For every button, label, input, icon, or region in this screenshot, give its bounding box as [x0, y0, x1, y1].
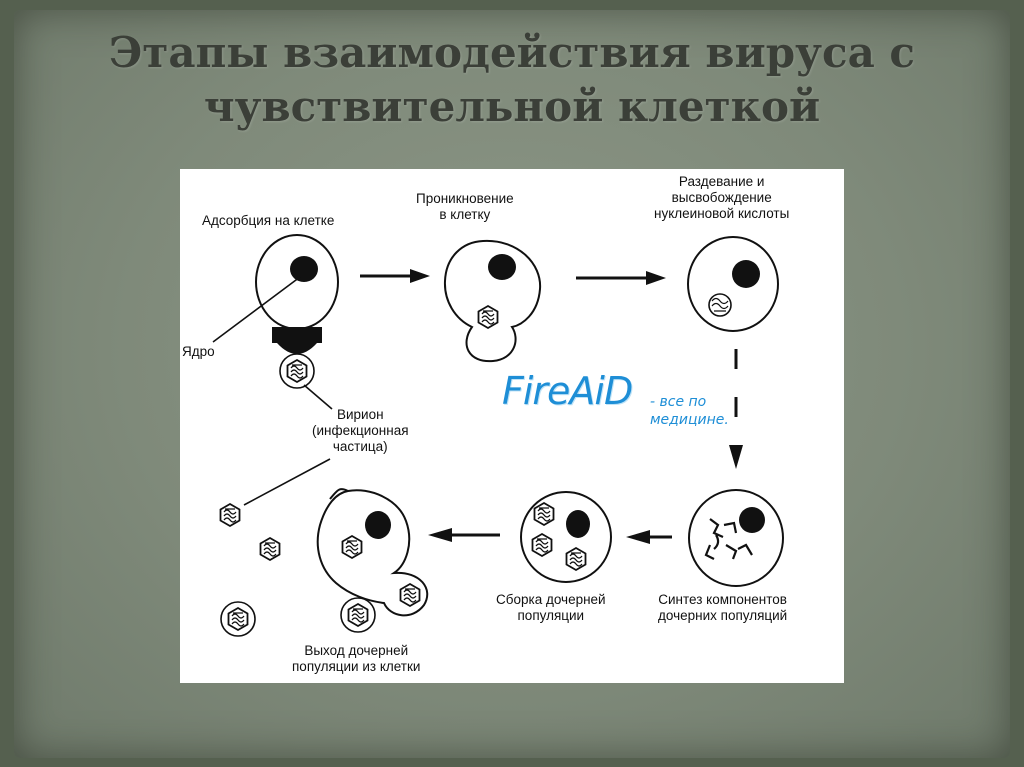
label-penetration: Проникновение в клетку [416, 191, 514, 223]
label-virion-line-1: Вирион [336, 407, 384, 422]
watermark-logo: FireAiD [502, 369, 633, 413]
label-synthesis-line-1: Синтез компонентов [658, 592, 787, 607]
diagram-drawing [212, 234, 784, 683]
label-nucleus: Ядро [182, 344, 215, 359]
label-release-line-2: популяции из клетки [292, 659, 421, 674]
nucleus-1 [290, 256, 318, 282]
watermark-tagline-line-2: медицине. [650, 412, 729, 428]
arrow-4 [626, 530, 672, 544]
assembled-virion-1 [533, 502, 555, 526]
label-virion: Вирион (инфекционная частица) [312, 407, 409, 455]
nucleus-3 [732, 260, 760, 288]
arrow-5 [428, 528, 500, 542]
free-virion-4 [341, 598, 375, 632]
nucleus-4 [739, 507, 765, 533]
label-synthesis: Синтез компонентов дочерних популяций [658, 592, 787, 624]
label-penetration-line-2: в клетку [439, 207, 491, 222]
free-virion-2 [259, 537, 281, 561]
cell-uncoating [687, 236, 779, 332]
label-penetration-line-1: Проникновение [416, 191, 514, 206]
arrow-2 [576, 271, 666, 285]
free-virion-pointer [243, 458, 331, 506]
penetrating-virion [477, 305, 499, 329]
free-virion-1 [219, 503, 241, 527]
virus-cycle-diagram: Адсорбция на клетке Проникновение в клет… [180, 169, 844, 683]
label-assembly-line-1: Сборка дочерней [496, 592, 606, 607]
label-virion-line-3: частица) [332, 439, 388, 454]
label-uncoating-line-2: высвобождение [671, 190, 772, 205]
label-synthesis-line-2: дочерних популяций [658, 608, 788, 623]
releasing-virion-2 [399, 583, 421, 607]
cell-synthesis [688, 489, 784, 587]
label-assembly: Сборка дочерней популяции [496, 592, 606, 624]
arrow-3 [729, 349, 743, 469]
cell-assembly [520, 491, 612, 583]
label-uncoating-line-1: Раздевание и [678, 174, 765, 189]
cell-release [316, 488, 429, 617]
nucleus-6 [365, 511, 391, 539]
title-line-2: чувствительной клеткой [203, 82, 821, 131]
nucleus-2 [488, 254, 516, 280]
free-virion-3 [221, 602, 255, 636]
label-assembly-line-2: популяции [517, 608, 585, 623]
label-virion-line-2: (инфекционная [312, 423, 409, 438]
cell-adsorption [255, 234, 339, 388]
adsorbing-virion [280, 354, 314, 388]
assembled-virion-2 [531, 533, 553, 557]
watermark-tagline: - все по медицине. [650, 393, 770, 429]
label-release: Выход дочерней популяции из клетки [292, 643, 420, 675]
virion-pointer [303, 384, 333, 410]
label-release-line-1: Выход дочерней [304, 643, 409, 658]
cell-penetration [443, 239, 542, 363]
label-uncoating: Раздевание и высвобождение нуклеиновой к… [654, 174, 789, 222]
label-uncoating-line-3: нуклеиновой кислоты [654, 206, 790, 221]
watermark-tagline-line-1: - все по [650, 394, 707, 410]
nucleus-5 [566, 510, 590, 538]
arrow-1 [360, 269, 430, 283]
label-adsorption: Адсорбция на клетке [202, 213, 335, 228]
slide-title: Этапы взаимодействия вируса с чувствител… [0, 26, 1024, 134]
title-line-1: Этапы взаимодействия вируса с [109, 28, 915, 77]
nucleus-pointer [212, 276, 301, 343]
assembled-virion-3 [565, 547, 587, 571]
releasing-virion-1 [341, 535, 363, 559]
